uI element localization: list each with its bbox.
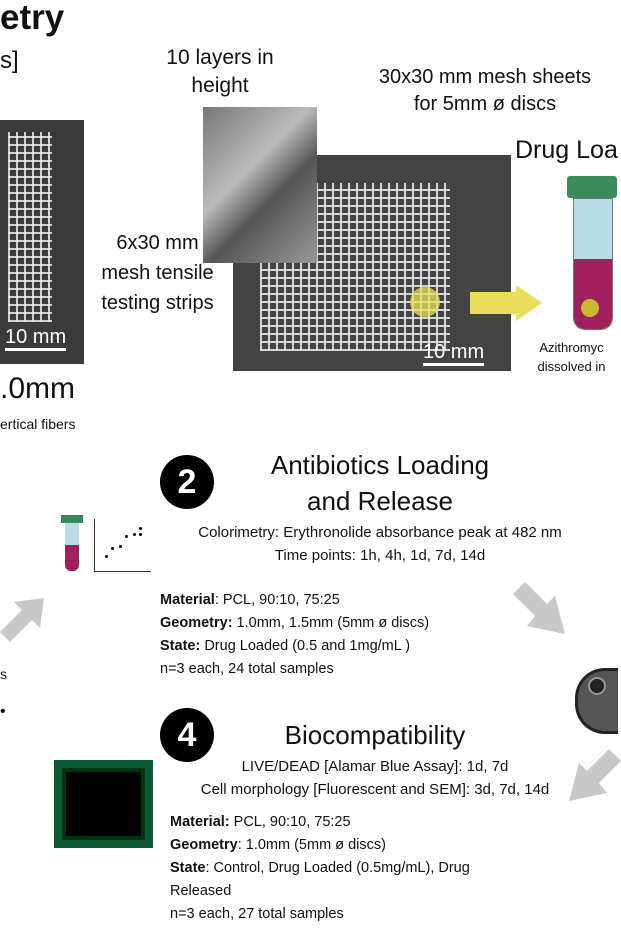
strips-label: 6x30 mm mesh tensile testing strips: [95, 228, 220, 318]
gray-arrow-topright-icon: [513, 582, 565, 634]
geometry-row: Geometry: 1.0mm, 1.5mm (5mm ø discs): [160, 615, 430, 631]
state-row-cont: Released: [170, 883, 232, 899]
strips-label-line: mesh tensile: [101, 262, 214, 284]
section-2-title-line: Antibiotics Loading: [270, 450, 490, 480]
step-4-badge: 4: [160, 708, 214, 762]
section-2-methods: Colorimetry: Erythronolide absorbance pe…: [155, 521, 605, 567]
vial-caption-line: dissolved in: [537, 359, 606, 374]
petri-dish-image: [575, 668, 618, 734]
vial-caption-line: Azithromyc: [539, 340, 604, 355]
gray-arrow-bottomright-icon: [569, 749, 621, 801]
vial-caption: Azithromyc dissolved in: [522, 338, 621, 376]
state-row: State: Control, Drug Loaded (0.5mg/mL), …: [170, 860, 470, 876]
sheet-scale-bar: 10 mm: [423, 341, 485, 366]
time-points-text: Time points: 1h, 4h, 1d, 7d, 14d: [274, 547, 486, 564]
strips-label-line: testing strips: [101, 292, 214, 314]
section-2-title: Antibiotics Loading and Release: [220, 447, 540, 519]
section-4-title: Biocompatibility: [284, 720, 466, 750]
fiber-spacing-fragment: .0mm: [0, 372, 75, 405]
subtitle-fragment: s]: [0, 47, 19, 74]
strips-label-line: 6x30 mm: [116, 232, 199, 254]
colorimetry-text: Colorimetry: Erythronolide absorbance pe…: [198, 524, 562, 541]
samples-row: n=3 each, 27 total samples: [170, 906, 344, 922]
samples-row: n=3 each, 24 total samples: [160, 661, 334, 677]
vial-icon: [565, 176, 621, 331]
title-fragment: etry: [0, 0, 65, 37]
punched-disc: [410, 287, 440, 317]
layers-label: 10 layers in height: [160, 44, 280, 100]
section-4-methods: LIVE/DEAD [Alamar Blue Assay]: 1d, 7d Ce…: [150, 755, 600, 801]
yellow-arrow-icon: [470, 292, 518, 314]
sem-inset: [203, 107, 317, 263]
gray-arrow-left-icon: [0, 598, 44, 642]
fiber-note-fragment: ertical fibers: [0, 416, 76, 432]
morphology-text: Cell morphology [Fluorescent and SEM]: 3…: [200, 781, 550, 798]
layers-label-line: height: [191, 74, 249, 97]
state-row: State: Drug Loaded (0.5 and 1mg/mL ): [160, 638, 411, 654]
layers-label-line: 10 layers in: [166, 46, 274, 69]
geometry-row: Geometry: 1.0mm (5mm ø discs): [170, 837, 386, 853]
section-2-details: Material: PCL, 90:10, 75:25 Geometry: 1.…: [160, 589, 429, 681]
tensile-strip-photo: 10 mm: [0, 120, 84, 364]
left-fragment-bullet: •: [0, 703, 6, 720]
material-row: Material: PCL, 90:10, 75:25: [160, 592, 340, 608]
section-4-details: Material: PCL, 90:10, 75:25 Geometry: 1.…: [170, 811, 470, 926]
material-row: Material: PCL, 90:10, 75:25: [170, 814, 351, 830]
live-dead-text: LIVE/DEAD [Alamar Blue Assay]: 1d, 7d: [241, 758, 509, 775]
section-2-title-line: and Release: [307, 486, 453, 516]
strip-scale-bar: 10 mm: [5, 326, 67, 351]
sheets-label-line: 30x30 mm mesh sheets: [378, 66, 592, 88]
left-fragment-s: s: [0, 666, 7, 682]
sheets-label: 30x30 mm mesh sheets for 5mm ø discs: [350, 64, 620, 118]
drug-loading-fragment: Drug Loa: [515, 136, 618, 164]
yellow-arrow-head: [516, 285, 542, 321]
sheets-label-line: for 5mm ø discs: [413, 93, 557, 115]
fluorescence-image: [54, 760, 153, 848]
release-plot-icon: [57, 515, 152, 573]
step-2-badge: 2: [160, 455, 214, 509]
